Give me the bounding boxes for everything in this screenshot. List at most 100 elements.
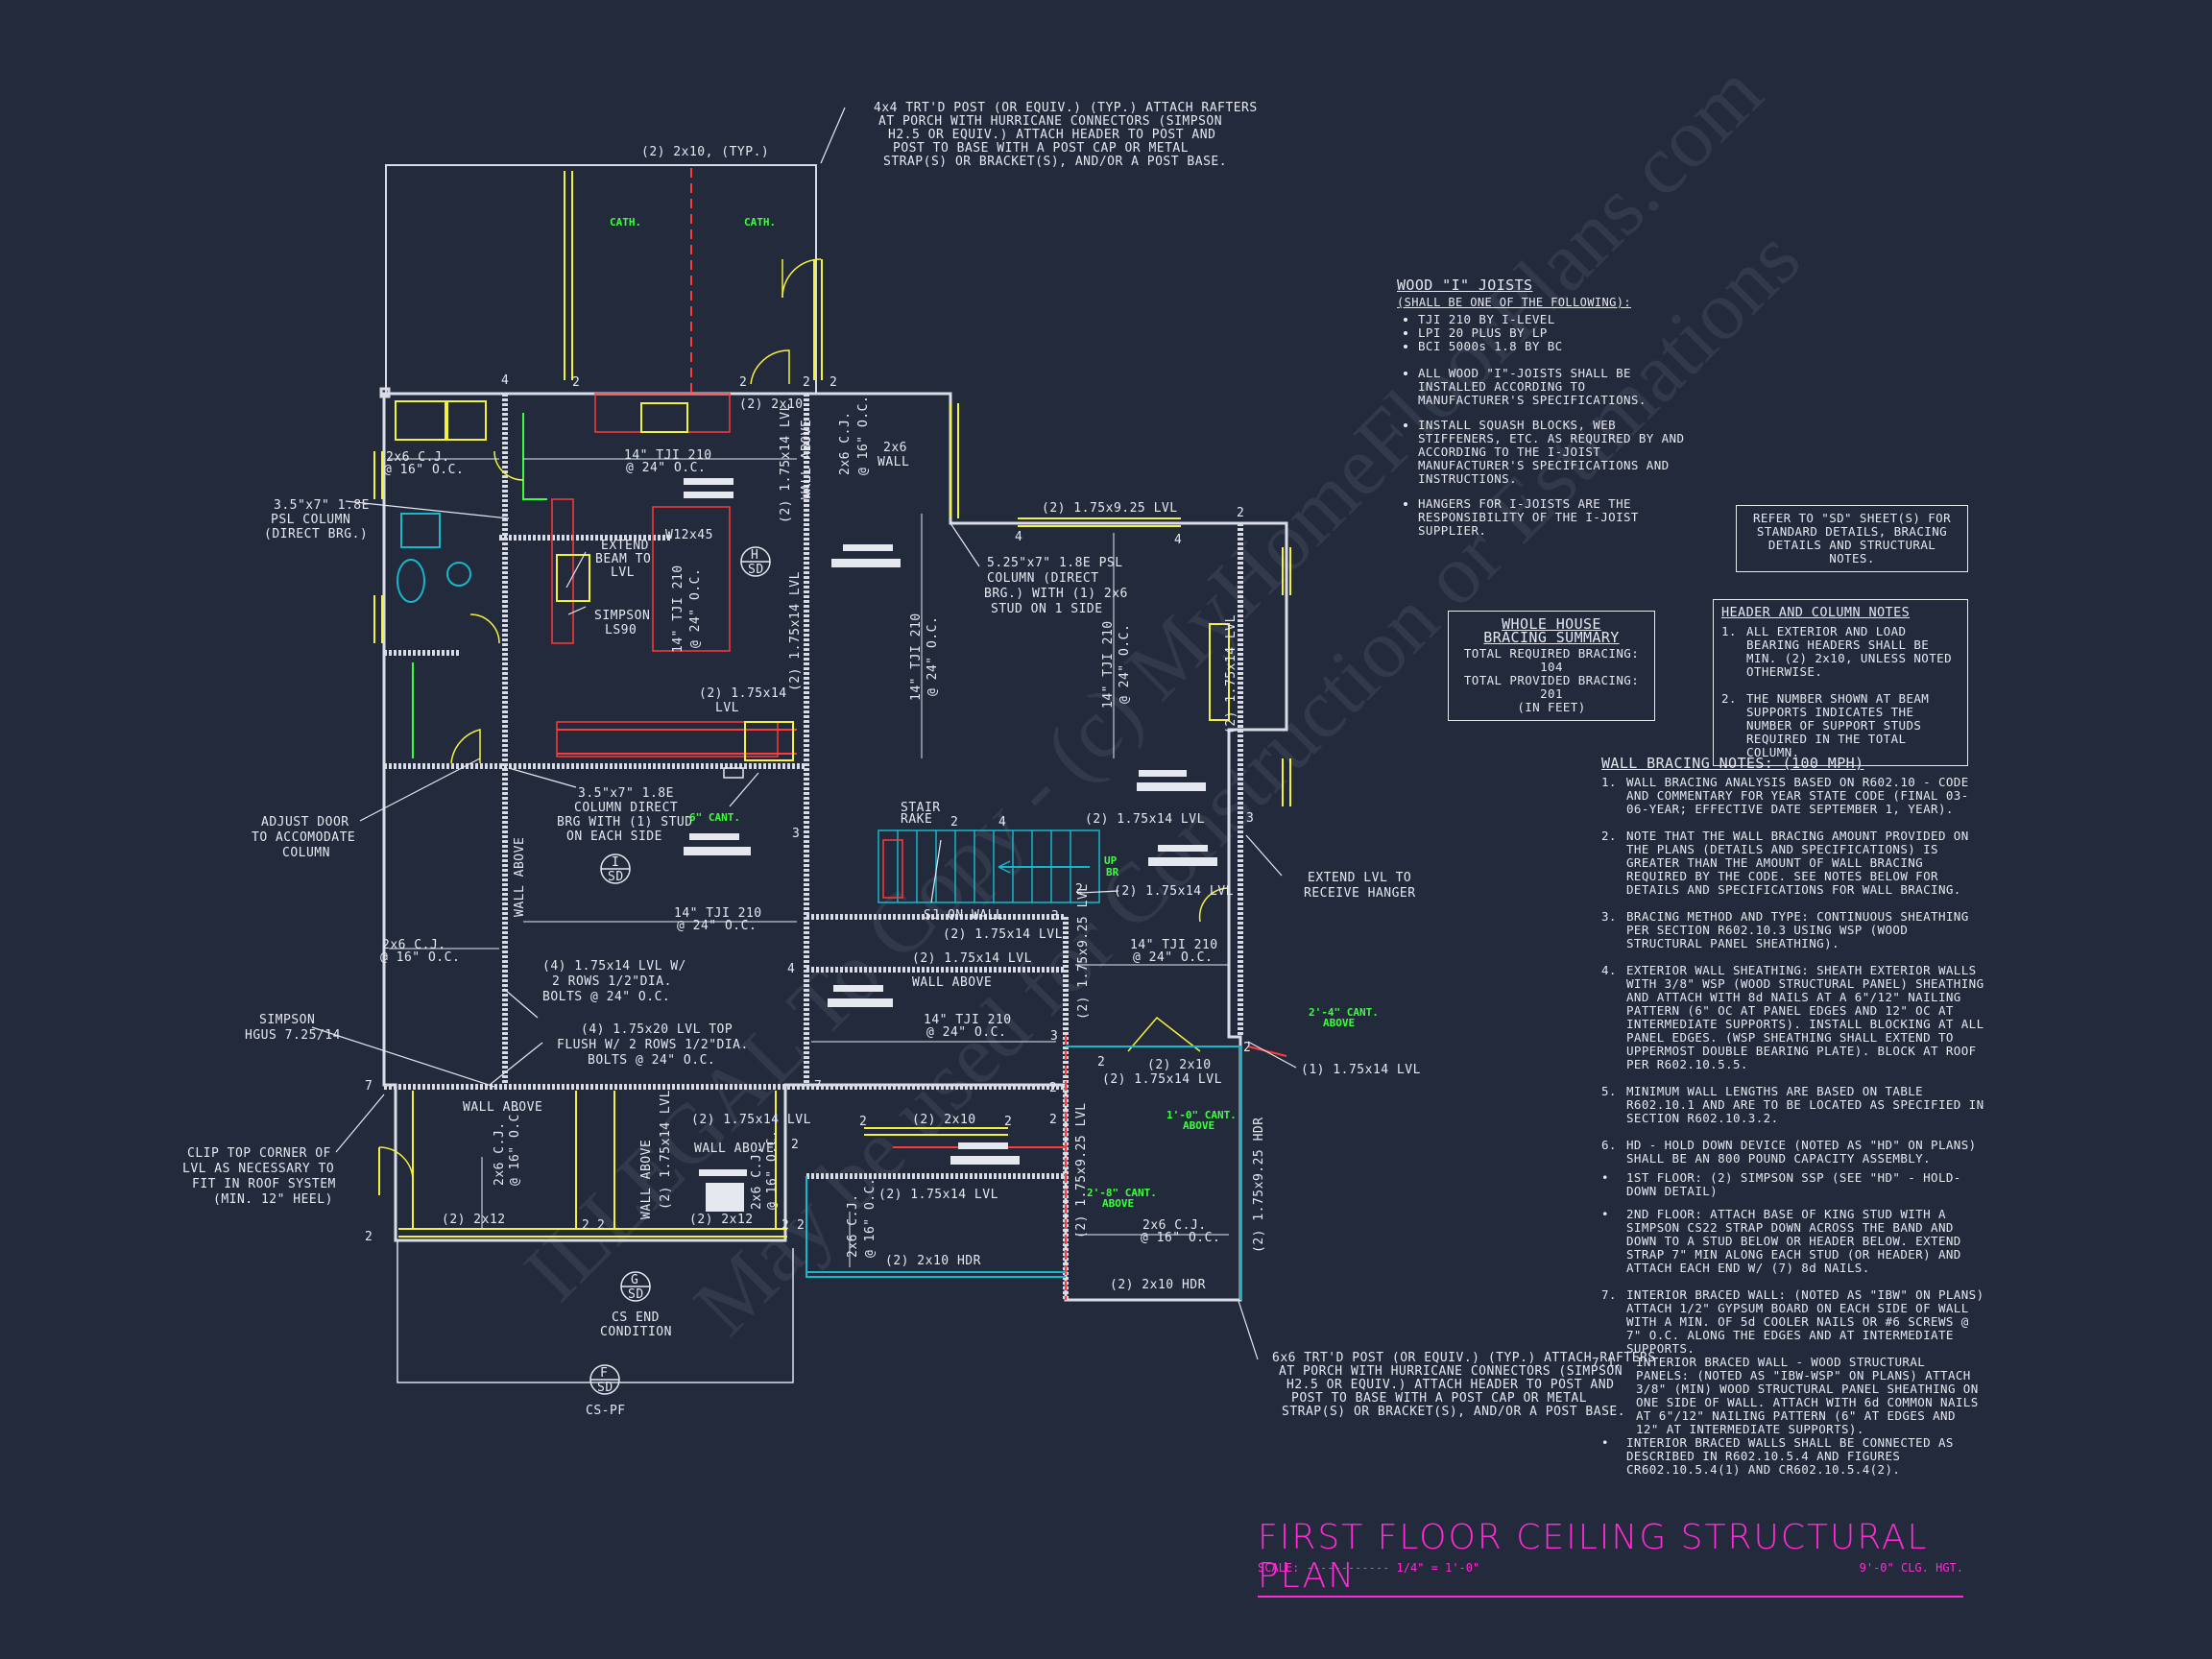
bullet-text: INTERIOR BRACED WALLS SHALL BE CONNECTED… (1626, 1435, 1954, 1477)
tji-dining-2: @ 24" O.C. (677, 919, 757, 933)
wall-2x6-1: 2x6 (883, 441, 907, 455)
cant-2-4-1: 2'-4" CANT. (1309, 1006, 1379, 1019)
post-note-bottom-1: 6x6 TRT'D POST (OR EQUIV.) (TYP.) ATTACH… (1272, 1351, 1656, 1365)
header-note: 2. THE NUMBER SHOWN AT BEAM SUPPORTS INDI… (1721, 692, 1960, 759)
tag-h: H (751, 548, 758, 563)
tji-island-1: 14" TJI 210 (671, 565, 685, 653)
joists-subtitle: (SHALL BE ONE OF THE FOLLOWING): (1397, 296, 1631, 309)
lvl-bay: (2) 1.75x14 LVL (1102, 1072, 1222, 1087)
tag-i: I (612, 855, 619, 870)
hold-down-blocks (684, 478, 1217, 1212)
lvl-2-2: LVL (715, 701, 739, 715)
post-note-bottom-4: POST TO BASE WITH A POST CAP OR METAL (1291, 1391, 1587, 1406)
cant-2-8-1: 2'-8" CANT. (1087, 1187, 1157, 1199)
num: 2 (950, 815, 958, 830)
num: 7 (814, 1079, 822, 1094)
adjust-door-1: ADJUST DOOR (261, 815, 349, 830)
lvl-vertical-fire: (2) 1.75x14 LVL (1224, 614, 1238, 734)
wb-bullet: •1ST FLOOR: (2) SIMPSON SSP (SEE "HD" - … (1601, 1171, 1985, 1198)
post-note-bottom-3: H2.5 OR EQUIV.) ATTACH HEADER TO POST AN… (1286, 1378, 1614, 1392)
tji-hall-1: 14" TJI 210 (924, 1013, 1012, 1027)
clip-top-4: (MIN. 12" HEEL) (213, 1192, 333, 1207)
wall-above-porch: WALL ABOVE (463, 1100, 542, 1115)
cj-mud-v4: @ 16" O.C. (765, 1130, 780, 1210)
col-direct-2: COLUMN DIRECT (574, 801, 678, 815)
lvl-stair-right: (2) 1.75x14 LVL (1114, 884, 1234, 899)
lvl-porch-v: (2) 1.75x14 LVL (659, 1090, 673, 1210)
lvl-below-stair: (2) 1.75x14 LVL (943, 927, 1063, 942)
col-direct-1: 3.5"x7" 1.8E (578, 786, 674, 801)
cs-end-1: CS END (612, 1310, 660, 1325)
cj-mud-v3: 2x6 C.J. (750, 1145, 764, 1210)
num: 4 (1174, 533, 1182, 547)
num: 2 (582, 1218, 589, 1233)
joists-notes: WOOD "I" JOISTS (SHALL BE ONE OF THE FOL… (1397, 278, 1685, 549)
num: 2 (830, 375, 837, 390)
psl-col-2: PSL COLUMN (271, 513, 350, 527)
br-1: BR (1106, 866, 1119, 878)
lvl-9-25-top: (2) 1.75x9.25 LVL (1042, 501, 1178, 516)
wall-above-vertical-1: WALL ABOVE (800, 420, 814, 499)
wb-note: 2.NOTE THAT THE WALL BRACING AMOUNT PROV… (1601, 830, 1985, 897)
cj-oc-vertical-1: @ 16" O.C. (856, 396, 871, 475)
lvl-stair-top: (2) 1.75x14 LVL (1085, 812, 1205, 827)
interior-walls (384, 394, 1243, 1300)
extend-beam-3: LVL (611, 565, 635, 580)
door-swings (378, 258, 1230, 1182)
wall-above-hall: WALL ABOVE (912, 975, 992, 990)
cj-dining-1: 2x6 C.J. (382, 938, 446, 952)
num: 4 (501, 373, 509, 388)
wb-note: 4.EXTERIOR WALL SHEATHING: SHEATH EXTERI… (1601, 964, 1985, 1071)
lvl-2-1: (2) 1.75x14 (699, 686, 787, 701)
note-num: 3. (1601, 909, 1617, 924)
note-num: 2. (1721, 691, 1737, 706)
lvl4-1: (4) 1.75x14 LVL W/ (542, 959, 686, 974)
simpson-ls90-1: SIMPSON (594, 609, 650, 623)
cj-mud-v2: @ 16" O.C. (508, 1106, 522, 1186)
cj-porch-2: @ 16" O.C. (1141, 1231, 1220, 1245)
num: 2 (1049, 1113, 1057, 1127)
psl-col2-2: COLUMN (DIRECT (987, 571, 1099, 586)
extend-beam-2: BEAM TO (595, 552, 651, 566)
dimension-lines (389, 458, 1229, 1267)
bracing-required: TOTAL REQUIRED BRACING: 104 (1463, 646, 1640, 674)
wb-note: 5.MINIMUM WALL LENGTHS ARE BASED ON TABL… (1601, 1085, 1985, 1125)
stud-counts: 4 2 2 2 2 4 4 2 2 4 3 3 2 3 4 3 2 2 2 7 … (365, 373, 1254, 1244)
num: 3 (1246, 811, 1254, 826)
wb-note-7-1: 7.1.INTERIOR BRACED WALL - WOOD STRUCTUR… (1592, 1356, 1985, 1436)
lvl4b-1: (4) 1.75x20 LVL TOP (581, 1022, 733, 1037)
tji-right-2: @ 24" O.C. (1133, 950, 1213, 965)
appliances (395, 400, 794, 761)
wall-above-porch-v: WALL ABOVE (639, 1140, 654, 1219)
note-num: 5. (1601, 1084, 1617, 1098)
note-num: 2. (1601, 829, 1617, 843)
num: 2 (572, 375, 580, 390)
num: 2 (803, 375, 810, 390)
detail-tags (589, 546, 771, 1395)
note-text: WALL BRACING ANALYSIS BASED ON R602.10 -… (1626, 775, 1969, 816)
note-text: BRACING METHOD AND TYPE: CONTINUOUS SHEA… (1626, 909, 1969, 950)
scale-label: SCALE: ------------ 1/4" = 1'-0" (1258, 1561, 1480, 1575)
tag-f-sd: SD (597, 1381, 613, 1395)
note-num: 7. (1601, 1287, 1617, 1302)
post-note-bottom-2: AT PORCH WITH HURRICANE CONNECTORS (SIMP… (1279, 1364, 1623, 1379)
stair-rake-1: STAIR (901, 801, 941, 815)
num: 2 (1004, 1115, 1012, 1129)
num: 7 (365, 1079, 373, 1094)
bracing-title-1: WHOLE HOUSE (1502, 615, 1601, 633)
clip-top-1: CLIP TOP CORNER OF (187, 1146, 331, 1161)
note-text: THE NUMBER SHOWN AT BEAM SUPPORTS INDICA… (1746, 691, 1930, 759)
cant-1-0-1: 1'-0" CANT. (1166, 1109, 1237, 1121)
note-text: HD - HOLD DOWN DEVICE (NOTED AS "HD" ON … (1626, 1138, 1977, 1166)
clip-top-3: FIT IN ROOF SYSTEM (192, 1177, 336, 1191)
header-notes-box: HEADER AND COLUMN NOTES 1.ALL EXTERIOR A… (1713, 599, 1968, 766)
note-num: 7.1. (1592, 1355, 1623, 1369)
clip-top-2: LVL AS NECESSARY TO (182, 1162, 334, 1176)
wall-2x6-2: WALL (878, 455, 909, 469)
single-lvl: (1) 1.75x14 LVL (1301, 1063, 1421, 1077)
bracing-unit: (IN FEET) (1517, 700, 1586, 714)
simpson-hgus-2: HGUS 7.25/14 (245, 1028, 341, 1043)
tag-g: G (631, 1273, 638, 1287)
up-1: UP (1104, 854, 1118, 867)
joist-note: HANGERS FOR I-JOISTS ARE THE RESPONSIBIL… (1418, 497, 1685, 538)
